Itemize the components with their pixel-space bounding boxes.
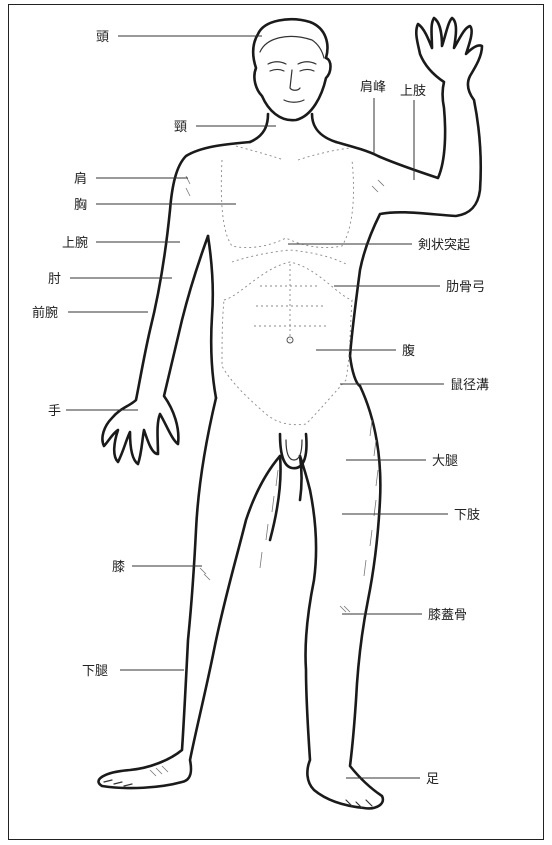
right-leg-inner: [300, 456, 302, 500]
label-patella: 膝蓋骨: [428, 608, 467, 623]
label-head: 頭: [96, 30, 109, 45]
clavicle-right: [298, 148, 350, 160]
label-chest: 胸: [74, 198, 87, 213]
neck-right: [312, 114, 336, 142]
body-outline: [98, 18, 482, 808]
right-leg-outer: [300, 386, 383, 808]
label-neck: 頸: [174, 120, 187, 135]
label-abdomen: 腹: [402, 343, 415, 359]
label-forearm: 前腕: [32, 305, 58, 321]
clavicle-left: [236, 146, 284, 160]
hair: [260, 36, 324, 58]
label-upper-arm: 上腕: [62, 235, 88, 251]
neck-left: [250, 114, 268, 142]
left-arm-outline: [102, 142, 250, 464]
label-lower-leg: 下腿: [82, 664, 108, 679]
left-toes: [104, 780, 132, 786]
left-leg-outer: [98, 398, 280, 788]
hatch-ankle: [150, 766, 168, 776]
right-brow: [298, 62, 316, 64]
labels: 頭 頸 肩 胸 上腕 肘 前腕 手 膝 下腿 肩峰 上肢 剣状突起 肋骨弓 腹 …: [32, 30, 489, 787]
surface-landmarks: [221, 146, 353, 425]
label-shoulder: 肩: [74, 171, 87, 187]
genitals: [280, 434, 306, 468]
label-knee: 膝: [112, 560, 125, 575]
label-elbow: 肘: [48, 272, 61, 287]
chest-outline: [221, 160, 353, 248]
label-foot: 足: [426, 772, 439, 787]
label-thigh: 大腿: [432, 454, 458, 469]
hatch-knee: [200, 568, 350, 612]
label-costal-arch: 肋骨弓: [446, 280, 485, 295]
right-eye: [300, 70, 314, 72]
label-lower-limb: 下肢: [454, 507, 480, 523]
right-shoulder-outline: [336, 18, 482, 386]
left-brow: [268, 62, 286, 64]
left-torso-outline: [208, 236, 216, 398]
hatch-shoulder: [186, 176, 384, 196]
label-inguinal: 鼠径溝: [450, 378, 489, 393]
label-upper-limb: 上肢: [400, 83, 426, 99]
genitals-inner: [286, 440, 302, 460]
nose: [290, 70, 300, 90]
mouth: [284, 100, 304, 102]
left-eye: [270, 70, 284, 72]
label-hand: 手: [48, 404, 61, 419]
label-xiphoid: 剣状突起: [418, 237, 470, 253]
label-acromion: 肩峰: [360, 79, 386, 95]
